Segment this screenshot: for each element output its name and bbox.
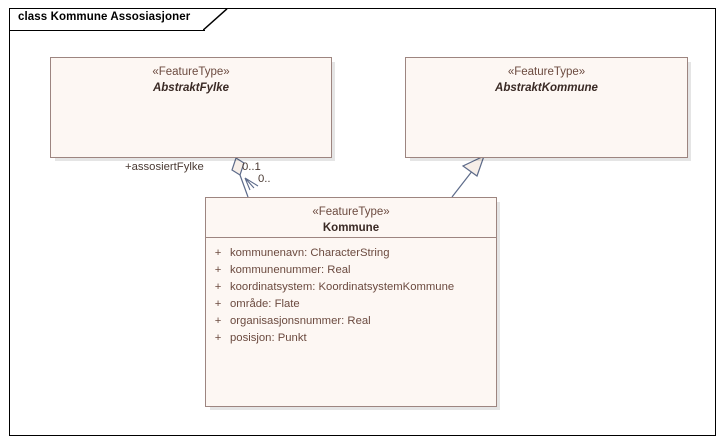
attribute-signature: koordinatsystem: KoordinatsystemKommune [230,281,455,293]
class-attribute-row: + område: Flate [206,296,496,313]
association-multiplicity-target: 0..1 [242,161,261,173]
class-box-abstraktfylke[interactable]: «FeatureType» AbstraktFylke [50,57,332,158]
class-section-divider [206,237,496,238]
attribute-visibility: + [214,332,222,344]
attribute-visibility: + [214,264,222,276]
attribute-visibility: + [214,315,222,327]
title-tab-slant-icon [203,8,229,31]
class-header: «FeatureType» AbstraktFylke [51,58,331,97]
class-name: AbstraktFylke [152,82,230,94]
class-header: «FeatureType» AbstraktKommune [406,58,687,97]
class-attribute-row: + koordinatsystem: KoordinatsystemKommune [206,279,496,296]
class-box-kommune[interactable]: «FeatureType» Kommune + kommunenavn: Char… [205,197,497,407]
class-stereotype: «FeatureType» [152,66,230,78]
attribute-signature: organisasjonsnummer: Real [230,315,371,327]
class-header: «FeatureType» Kommune [206,198,496,237]
class-attribute-row: + kommunenummer: Real [206,262,496,279]
diagram-frame [9,8,716,436]
attribute-visibility: + [214,281,222,293]
class-attribute-list: + kommunenavn: CharacterString + kommunenum… [206,238,496,347]
class-name: AbstraktKommune [495,82,598,94]
attribute-signature: posisjon: Punkt [230,332,307,344]
association-role-label: +assosiertFylke [125,161,204,173]
class-stereotype: «FeatureType» [507,66,586,78]
class-attribute-row: + posisjon: Punkt [206,330,496,347]
class-attribute-row: + kommunenavn: CharacterString [206,245,496,262]
class-box-abstraktkommune[interactable]: «FeatureType» AbstraktKommune [405,57,688,158]
association-multiplicity-source: 0.. [258,173,271,185]
class-stereotype: «FeatureType» [312,206,390,218]
attribute-visibility: + [214,247,222,259]
title-tab-box [9,8,205,31]
attribute-signature: kommunenavn: CharacterString [230,247,390,259]
class-attribute-row: + organisasjonsnummer: Real [206,313,496,330]
attribute-signature: område: Flate [230,298,300,310]
attribute-signature: kommunenummer: Real [230,264,351,276]
class-name: Kommune [322,222,380,234]
attribute-visibility: + [214,298,222,310]
diagram-title: class Kommune Assosiasjoner [18,11,191,23]
